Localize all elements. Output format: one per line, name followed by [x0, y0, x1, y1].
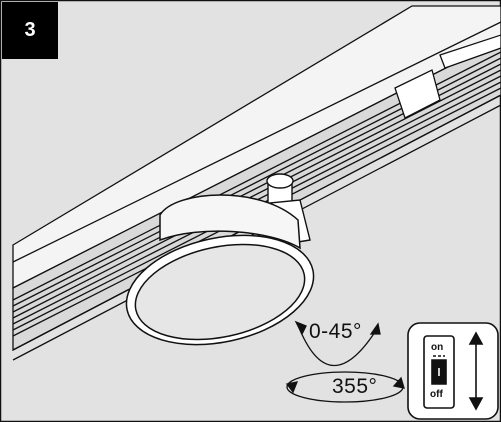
spin-arrow: [285, 371, 405, 403]
tilt-angle-label: 0-45°: [309, 320, 362, 343]
tilt-arrow: [294, 320, 381, 367]
spin-angle-label: 355°: [332, 375, 378, 398]
track-rail: [12, 5, 501, 361]
switch-on-label: on: [431, 342, 444, 353]
switch-arrow: [468, 331, 484, 411]
switch-box: [407, 322, 499, 420]
luminaire-body: [125, 194, 315, 346]
step-number-badge: 3: [2, 2, 58, 59]
switch-off-label: off: [430, 389, 443, 400]
